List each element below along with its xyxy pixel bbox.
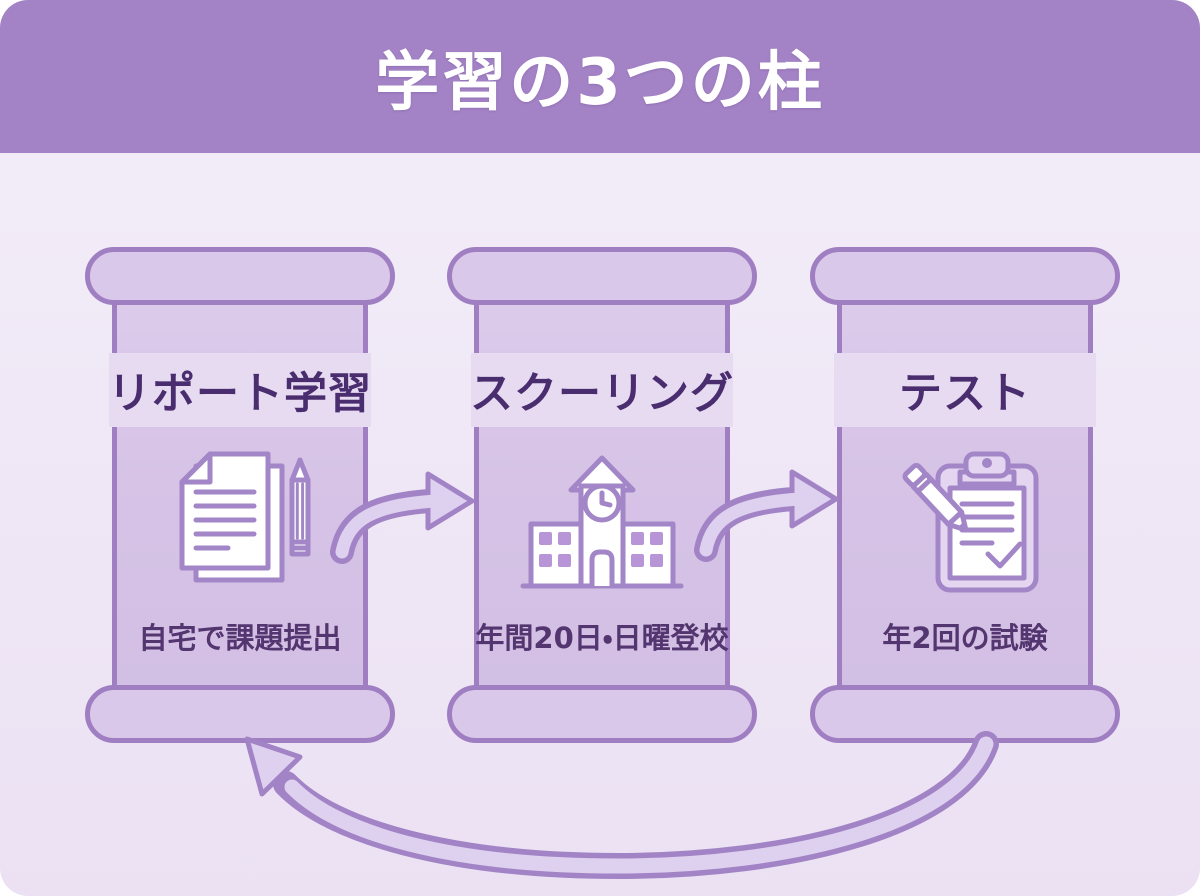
- header-banner: 学習の3つの柱: [0, 0, 1200, 153]
- pillar-capital: [810, 247, 1120, 305]
- page-title: 学習の3つの柱: [375, 45, 825, 120]
- school-building-icon: [520, 455, 684, 588]
- pillar-capital: [447, 247, 757, 305]
- pillar-base: [447, 685, 757, 743]
- clipboard-check-icon: [902, 451, 1039, 592]
- pillar-title-band: [471, 353, 733, 427]
- pillar-caption: 年2回の試験: [882, 621, 1048, 655]
- pillar-title: リポート学習: [108, 369, 372, 419]
- documents-pencil-icon: [179, 451, 311, 582]
- pillar-schooling: スクーリング: [447, 247, 757, 743]
- arrow-test-back-to-report: [244, 731, 999, 880]
- pillar-base: [810, 685, 1120, 743]
- pillar-title: テスト: [899, 369, 1031, 419]
- pillar-title: スクーリング: [470, 369, 734, 419]
- pillar-base: [85, 685, 395, 743]
- pillar-test: テスト: [810, 247, 1120, 743]
- pillar-caption: 自宅で課題提出: [138, 621, 342, 655]
- pillar-report-learning: リポート学習 自宅で課題提出: [85, 247, 395, 743]
- pillar-capital: [85, 247, 395, 305]
- pillar-caption: 年間20日・日曜登校: [475, 621, 729, 655]
- pillar-title-band: [109, 353, 371, 427]
- pillar-title-band: [834, 353, 1096, 427]
